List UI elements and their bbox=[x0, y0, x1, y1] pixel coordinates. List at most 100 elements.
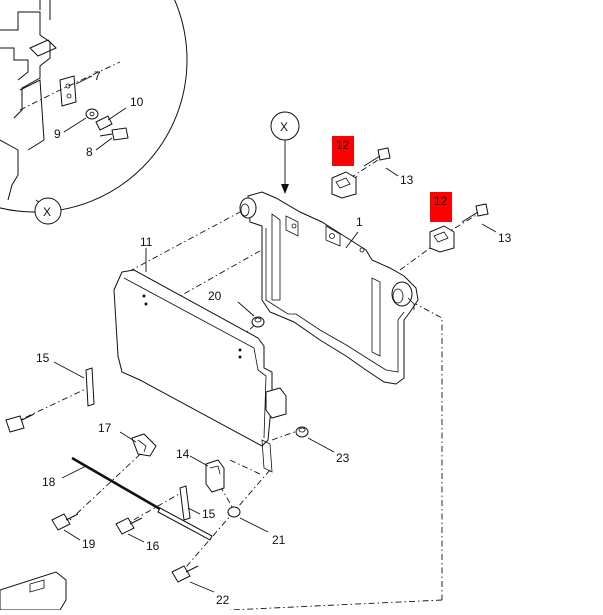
callout-9: 9 bbox=[54, 127, 61, 141]
panel-hole-3 bbox=[238, 348, 242, 352]
highlight-12a bbox=[332, 136, 354, 166]
detail-bracket-tab bbox=[29, 39, 57, 57]
leader-8 bbox=[95, 137, 113, 151]
leader-18 bbox=[61, 465, 87, 479]
screw-13b-shank bbox=[461, 211, 479, 223]
callout-10: 10 bbox=[130, 95, 144, 109]
rod-18-b bbox=[157, 507, 213, 541]
part-17-clip: 17 bbox=[98, 421, 157, 457]
part-7-plate bbox=[59, 75, 77, 107]
dash-right-vertical bbox=[411, 301, 443, 600]
grommet-20-top bbox=[254, 317, 262, 323]
screw-left-edge bbox=[5, 413, 35, 433]
dash-bottom bbox=[229, 599, 443, 611]
panel-edge bbox=[123, 277, 267, 439]
leader-7 bbox=[75, 75, 93, 85]
leader-19 bbox=[63, 529, 81, 541]
frame-inner-edge bbox=[265, 228, 405, 373]
view-x-arrowhead bbox=[281, 184, 289, 194]
part-8-screw-shank bbox=[99, 133, 113, 137]
clip-17-edge bbox=[137, 439, 147, 453]
callout-23: 23 bbox=[336, 451, 350, 465]
detail-x-label: X bbox=[43, 205, 51, 219]
panel-hole-4 bbox=[238, 355, 242, 359]
leader-14 bbox=[189, 455, 209, 467]
part-12-bracket-b: 12 bbox=[429, 192, 455, 253]
screw-22-head bbox=[171, 565, 191, 583]
panel-hole-1 bbox=[142, 294, 146, 298]
leader-13a bbox=[385, 167, 399, 177]
part-19-screw: 19 bbox=[51, 513, 96, 551]
detail-frame-lower bbox=[0, 139, 19, 201]
callout-13b: 13 bbox=[498, 231, 512, 245]
dash-part21 bbox=[219, 485, 235, 511]
callout-12b: 12 bbox=[434, 194, 448, 208]
cap-21-body bbox=[227, 506, 241, 518]
leader-9 bbox=[63, 117, 87, 133]
screw-13a-shank bbox=[363, 155, 381, 167]
part-7-hole-b bbox=[66, 93, 72, 99]
dash-upper-left bbox=[127, 204, 254, 273]
part-21-cap: 21 bbox=[227, 506, 286, 547]
callout-14: 14 bbox=[176, 447, 190, 461]
leader-10 bbox=[107, 107, 127, 121]
bracket-14-body bbox=[205, 459, 225, 493]
frame-knob-right-shaft bbox=[407, 297, 415, 310]
leader-16 bbox=[127, 533, 145, 543]
detail-bracket-outline bbox=[0, 11, 51, 119]
callout-15b: 15 bbox=[202, 507, 216, 521]
panel-hole-2 bbox=[144, 302, 148, 306]
screw-22-shank bbox=[185, 565, 199, 573]
frame-knob-left-inner bbox=[240, 203, 250, 217]
detail-frame-edge bbox=[19, 79, 45, 151]
callout-16: 16 bbox=[146, 539, 160, 553]
leader-23 bbox=[307, 437, 335, 453]
strap-15b-body bbox=[179, 485, 191, 521]
panel-outline bbox=[113, 269, 273, 447]
callout-1: 1 bbox=[356, 215, 363, 229]
dash-bracket12b bbox=[399, 247, 431, 271]
leader-20 bbox=[237, 301, 255, 317]
frame-knob-right-inner bbox=[392, 288, 404, 304]
callout-11: 11 bbox=[140, 235, 153, 249]
callout-17: 17 bbox=[98, 421, 112, 435]
part-18-rod: 18 bbox=[42, 456, 213, 541]
dash-screw-left bbox=[19, 385, 93, 421]
frame-hole-c bbox=[359, 247, 365, 253]
part-7-hole-a bbox=[65, 83, 71, 89]
view-x-label: X bbox=[280, 120, 288, 134]
part-15-strap-right: 15 bbox=[179, 485, 216, 521]
part-13-screw-a: 13 bbox=[363, 147, 414, 187]
detail-dashline bbox=[19, 61, 121, 111]
screw-19-shank bbox=[65, 513, 79, 521]
frame-hole-b bbox=[291, 223, 297, 229]
leader-21 bbox=[239, 517, 269, 533]
leader-13b bbox=[481, 223, 497, 233]
callout-18: 18 bbox=[42, 475, 56, 489]
part-9-washer bbox=[85, 108, 99, 120]
part-22-screw: 22 bbox=[171, 565, 230, 607]
frame-hole-a bbox=[329, 233, 335, 239]
leader-15b bbox=[187, 507, 201, 515]
leader-22 bbox=[189, 581, 215, 593]
screw-13b-head bbox=[475, 203, 489, 217]
detail-top-lines bbox=[39, 0, 51, 20]
screw-16-shank bbox=[129, 517, 143, 525]
strap-15a-body bbox=[85, 367, 95, 407]
part-8-screw-head bbox=[111, 127, 129, 141]
leader-17 bbox=[119, 431, 137, 443]
bracket-12b-face bbox=[433, 231, 449, 243]
bracket-12b-body bbox=[429, 225, 455, 253]
dash-screw13a-b bbox=[349, 159, 379, 179]
dash-part17-19 bbox=[69, 444, 151, 521]
view-x-indicator: X bbox=[270, 111, 300, 194]
part-11-panel: 11 bbox=[113, 235, 287, 473]
callout-8: 8 bbox=[86, 145, 93, 159]
callout-7: 7 bbox=[94, 69, 101, 83]
part-13-screw-b: 13 bbox=[461, 203, 512, 245]
callout-21: 21 bbox=[272, 533, 286, 547]
dash-screw13b bbox=[431, 213, 479, 243]
screw-19-head bbox=[51, 513, 71, 531]
detail-view-x: 7 9 10 8 X bbox=[0, 0, 188, 225]
